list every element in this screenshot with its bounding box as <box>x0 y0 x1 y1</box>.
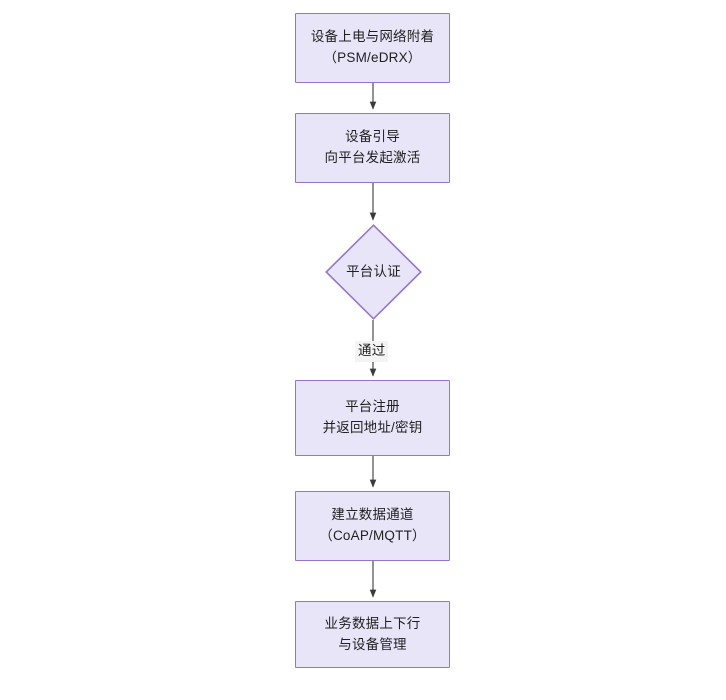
node-service-data[interactable]: 业务数据上下行 与设备管理 <box>295 601 450 668</box>
node-bootstrap[interactable]: 设备引导 向平台发起激活 <box>295 113 450 183</box>
node-service-data-label: 业务数据上下行 与设备管理 <box>324 615 421 652</box>
node-platform-auth[interactable]: 平台认证 <box>325 224 422 320</box>
node-power-on[interactable]: 设备上电与网络附着 （PSM/eDRX） <box>295 13 450 83</box>
edge-label-pass-text: 通过 <box>358 343 386 358</box>
node-bootstrap-label: 设备引导 向平台发起激活 <box>324 129 421 165</box>
node-data-channel-label: 建立数据通道 （CoAP/MQTT） <box>319 507 426 543</box>
node-register[interactable]: 平台注册 并返回地址/密钥 <box>295 380 450 456</box>
node-register-label: 平台注册 并返回地址/密钥 <box>322 399 423 435</box>
edge-label-pass: 通过 <box>355 341 389 362</box>
node-power-on-label: 设备上电与网络附着 （PSM/eDRX） <box>310 29 435 65</box>
diamond-shape <box>325 224 422 320</box>
node-platform-auth-label: 平台认证 <box>346 263 401 279</box>
node-data-channel[interactable]: 建立数据通道 （CoAP/MQTT） <box>295 491 450 561</box>
